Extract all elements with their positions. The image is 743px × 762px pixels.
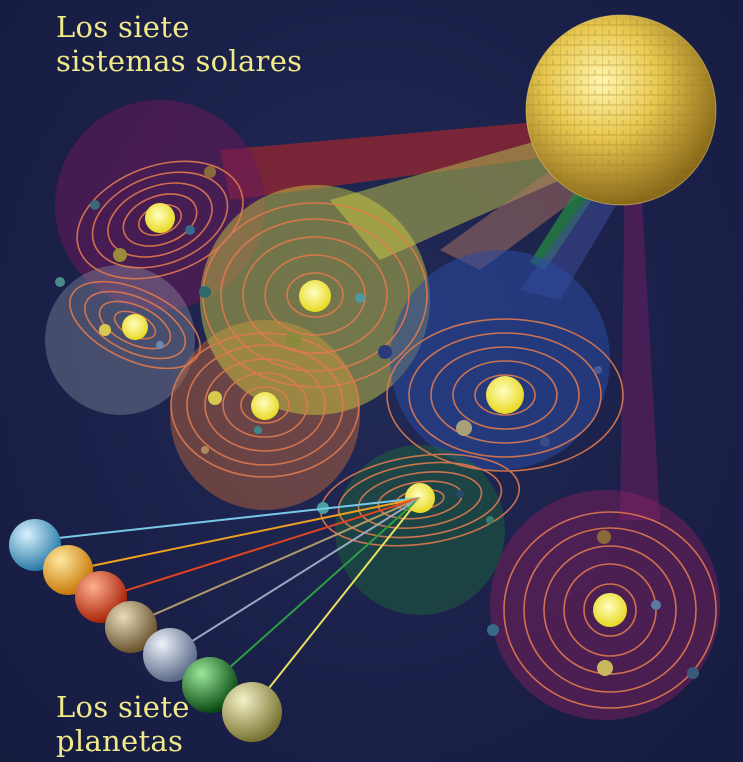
caption-planets-line2: planetas (56, 724, 184, 758)
planet-lines (39, 497, 421, 713)
caption-planets-line1: Los siete (56, 690, 190, 724)
planet-7 (222, 682, 282, 742)
planet-4 (105, 601, 157, 653)
caption-solar-systems: Los siete sistemas solares (56, 10, 302, 78)
orbiting-planets (55, 166, 699, 679)
caption-solar-systems-line2: sistemas solares (56, 44, 303, 78)
seven-planets (9, 519, 282, 742)
orbits (69, 160, 717, 709)
planet-6 (182, 657, 238, 713)
caption-solar-systems-line1: Los siete (56, 10, 190, 44)
system-suns (122, 203, 627, 627)
central-sun (525, 14, 717, 206)
planet-5 (143, 628, 197, 682)
caption-planets: Los siete planetas (56, 690, 190, 758)
